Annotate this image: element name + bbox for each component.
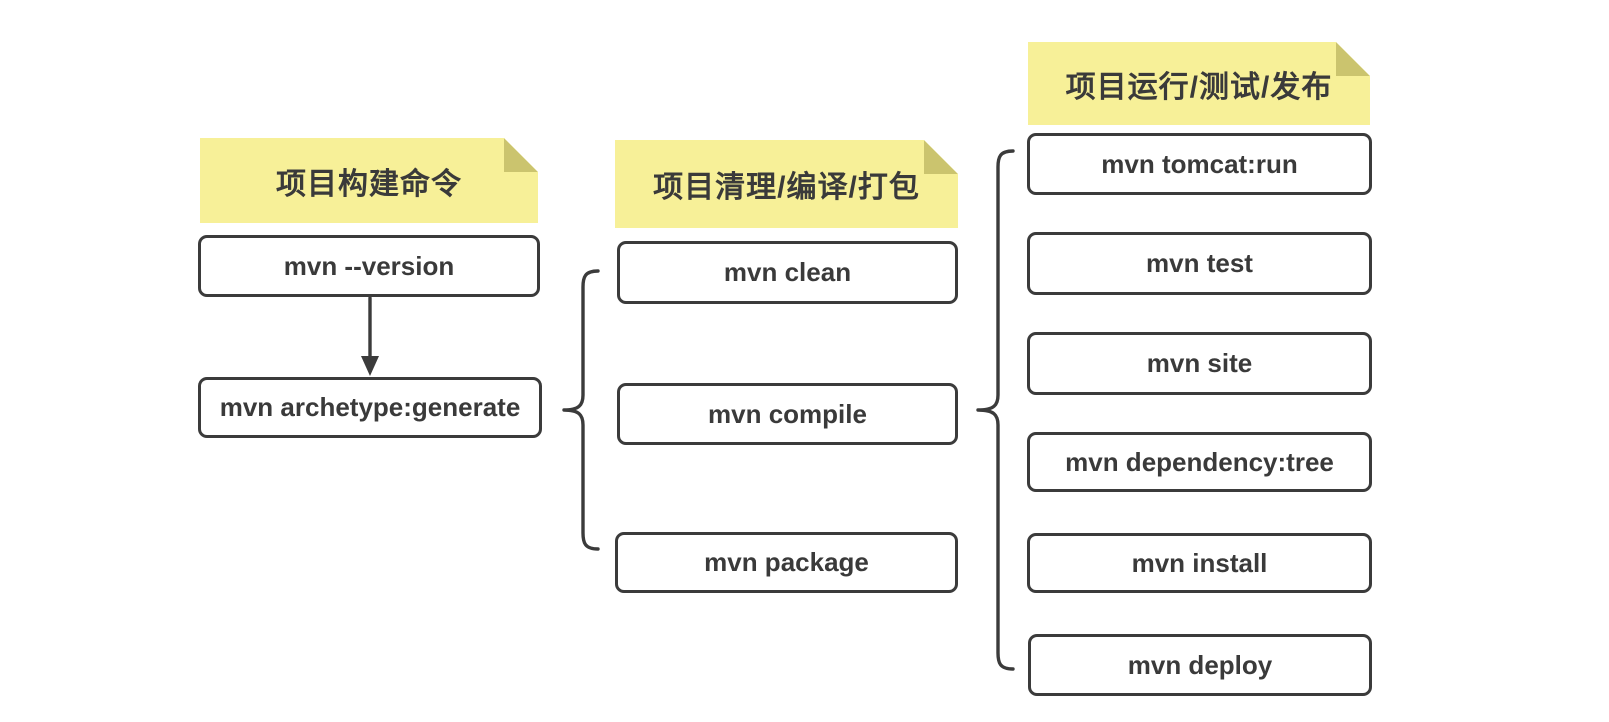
- command-box-mvn-test: mvn test: [1027, 232, 1372, 295]
- command-label: mvn compile: [708, 398, 867, 429]
- column-title-run-test-release: 项目运行/测试/发布: [1065, 70, 1333, 104]
- command-box-mvn-archetype-generate: mvn archetype:generate: [198, 377, 542, 438]
- command-label: mvn dependency:tree: [1065, 446, 1334, 477]
- command-label: mvn tomcat:run: [1101, 148, 1298, 179]
- command-label: mvn package: [704, 547, 869, 577]
- command-box-mvn-install: mvn install: [1027, 533, 1372, 593]
- command-label: mvn clean: [723, 257, 852, 287]
- sticky-note-clean-compile-package: 项目清理/编译/打包: [615, 140, 958, 228]
- folded-corner-icon: [1336, 42, 1370, 76]
- command-label: mvn install: [1131, 547, 1268, 578]
- command-label: mvn test: [1146, 248, 1253, 278]
- command-box-mvn-package: mvn package: [615, 532, 958, 593]
- sticky-note-build-commands: 项目构建命令: [200, 138, 538, 223]
- sticky-note-run-test-release: 项目运行/测试/发布: [1028, 42, 1370, 125]
- folded-corner-icon: [504, 138, 538, 172]
- command-label: mvn archetype:generate: [219, 392, 521, 422]
- curly-brace-right-group-icon: [976, 149, 1015, 671]
- command-box-mvn-site: mvn site: [1027, 332, 1372, 395]
- command-box-mvn-tomcat-run: mvn tomcat:run: [1027, 133, 1372, 195]
- column-title-clean-compile-package: 项目清理/编译/打包: [653, 171, 920, 204]
- command-box-mvn-clean: mvn clean: [617, 241, 958, 304]
- curly-brace-middle-group-icon: [562, 269, 600, 551]
- folded-corner-icon: [924, 140, 958, 174]
- command-box-mvn-version: mvn --version: [198, 235, 540, 297]
- command-label: mvn deploy: [1127, 649, 1273, 680]
- column-title-build: 项目构建命令: [276, 167, 462, 201]
- arrow-head-icon: [361, 356, 379, 376]
- command-box-mvn-dependency-tree: mvn dependency:tree: [1027, 432, 1372, 492]
- command-box-mvn-deploy: mvn deploy: [1028, 634, 1372, 696]
- command-label: mvn site: [1146, 348, 1253, 378]
- command-box-mvn-compile: mvn compile: [617, 383, 958, 445]
- command-label: mvn --version: [283, 250, 455, 281]
